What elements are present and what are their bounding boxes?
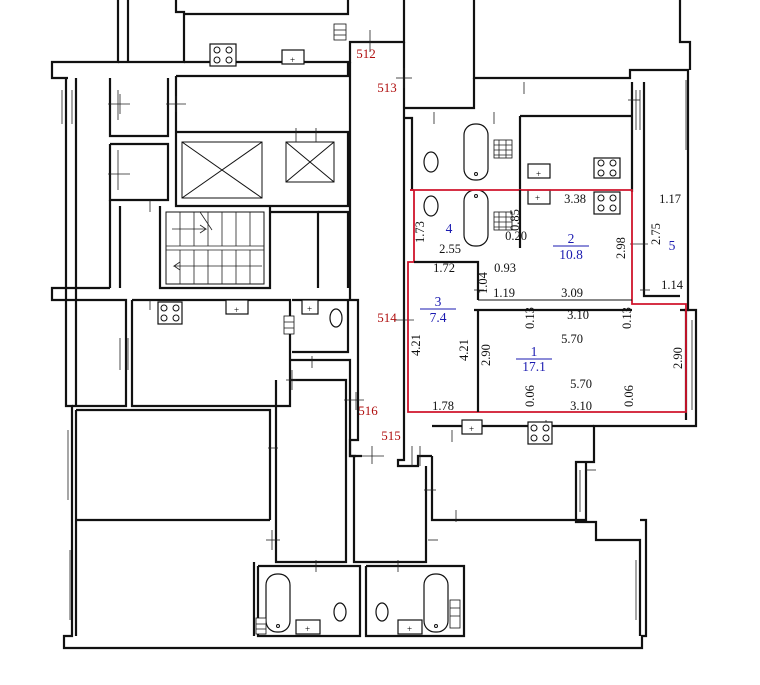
apartment-number: 512 — [356, 46, 376, 61]
elevator-shafts — [181, 141, 335, 199]
apartment-number: 513 — [377, 80, 397, 95]
dimension-label: 2.90 — [671, 347, 685, 369]
dimension-labels: 3.38 1.17 2.75 1.14 2.98 1.73 2.55 0.850.20 1.72… — [409, 192, 685, 413]
svg-text:+: + — [290, 55, 295, 65]
stove-fixture — [527, 421, 553, 445]
dimension-label: 0.06 — [523, 385, 537, 407]
room-3-area: 7.4 — [430, 310, 447, 325]
bathtub-fixture — [265, 123, 489, 633]
svg-text:+: + — [469, 424, 474, 434]
dimension-label: 0.06 — [622, 385, 636, 407]
stove-fixture — [593, 191, 621, 215]
room-labels: 117.1 210.8 37.4 4 5 — [420, 221, 676, 374]
dimension-label: 3.09 — [561, 286, 583, 300]
svg-text:+: + — [536, 169, 541, 179]
windows — [61, 80, 693, 620]
svg-text:+: + — [234, 305, 239, 315]
dimension-label: 3.38 — [564, 192, 586, 206]
room-1-area: 17.1 — [522, 359, 546, 374]
dimension-label: 1.78 — [432, 399, 454, 413]
dimension-label: 2.75 — [649, 223, 663, 245]
dimension-label: 1.04 — [476, 271, 490, 294]
dimension-label: 0.20 — [505, 229, 527, 243]
room-2-number: 2 — [568, 231, 575, 246]
staircase — [165, 211, 265, 285]
dimension-label: 0.13 — [523, 307, 537, 329]
apartment-number: 516 — [358, 403, 378, 418]
dimension-label: 3.10 — [567, 308, 589, 322]
dimension-label: 0.13 — [620, 307, 634, 329]
inner-walls — [66, 42, 632, 638]
outer-walls — [50, 0, 698, 650]
stove-fixture — [209, 43, 237, 67]
stove-fixture — [593, 157, 621, 179]
dimension-label: 1.73 — [413, 221, 427, 243]
door-marks — [108, 30, 650, 572]
sink-fixture: + + + + + + + + — [225, 49, 551, 635]
room-3-number: 3 — [435, 294, 442, 309]
dimension-label: 0.93 — [494, 261, 516, 275]
dimension-label: 1.72 — [433, 261, 455, 275]
selected-apartment-outline — [407, 189, 687, 413]
dimension-label: 2.90 — [479, 344, 493, 366]
selected-apartment-interior — [414, 190, 632, 412]
dimension-label: 1.19 — [493, 286, 515, 300]
dimension-label: 2.98 — [614, 237, 628, 259]
room-4-number: 4 — [446, 221, 453, 236]
dimension-label: 2.55 — [439, 242, 461, 256]
room-2-area: 10.8 — [559, 247, 583, 262]
room-5-number: 5 — [669, 238, 676, 253]
dimension-label: 1.17 — [659, 192, 681, 206]
dimension-label: 4.21 — [409, 334, 423, 356]
apartment-number: 514 — [377, 310, 397, 325]
toilet-fixture — [329, 151, 439, 622]
dimension-label: 3.10 — [570, 399, 592, 413]
dimension-label: 1.14 — [661, 278, 684, 292]
svg-text:+: + — [535, 193, 540, 203]
heater-fixture — [255, 23, 513, 635]
dimension-label: 4.21 — [457, 339, 471, 361]
dimension-label: 5.70 — [561, 332, 583, 346]
svg-text:+: + — [305, 624, 310, 634]
svg-text:+: + — [307, 304, 312, 314]
dimension-label: 5.70 — [570, 377, 592, 391]
apartment-number: 515 — [381, 428, 401, 443]
svg-text:+: + — [407, 624, 412, 634]
room-1-number: 1 — [531, 344, 538, 359]
stove-fixture — [157, 301, 183, 325]
dimension-label: 0.85 — [508, 209, 522, 231]
